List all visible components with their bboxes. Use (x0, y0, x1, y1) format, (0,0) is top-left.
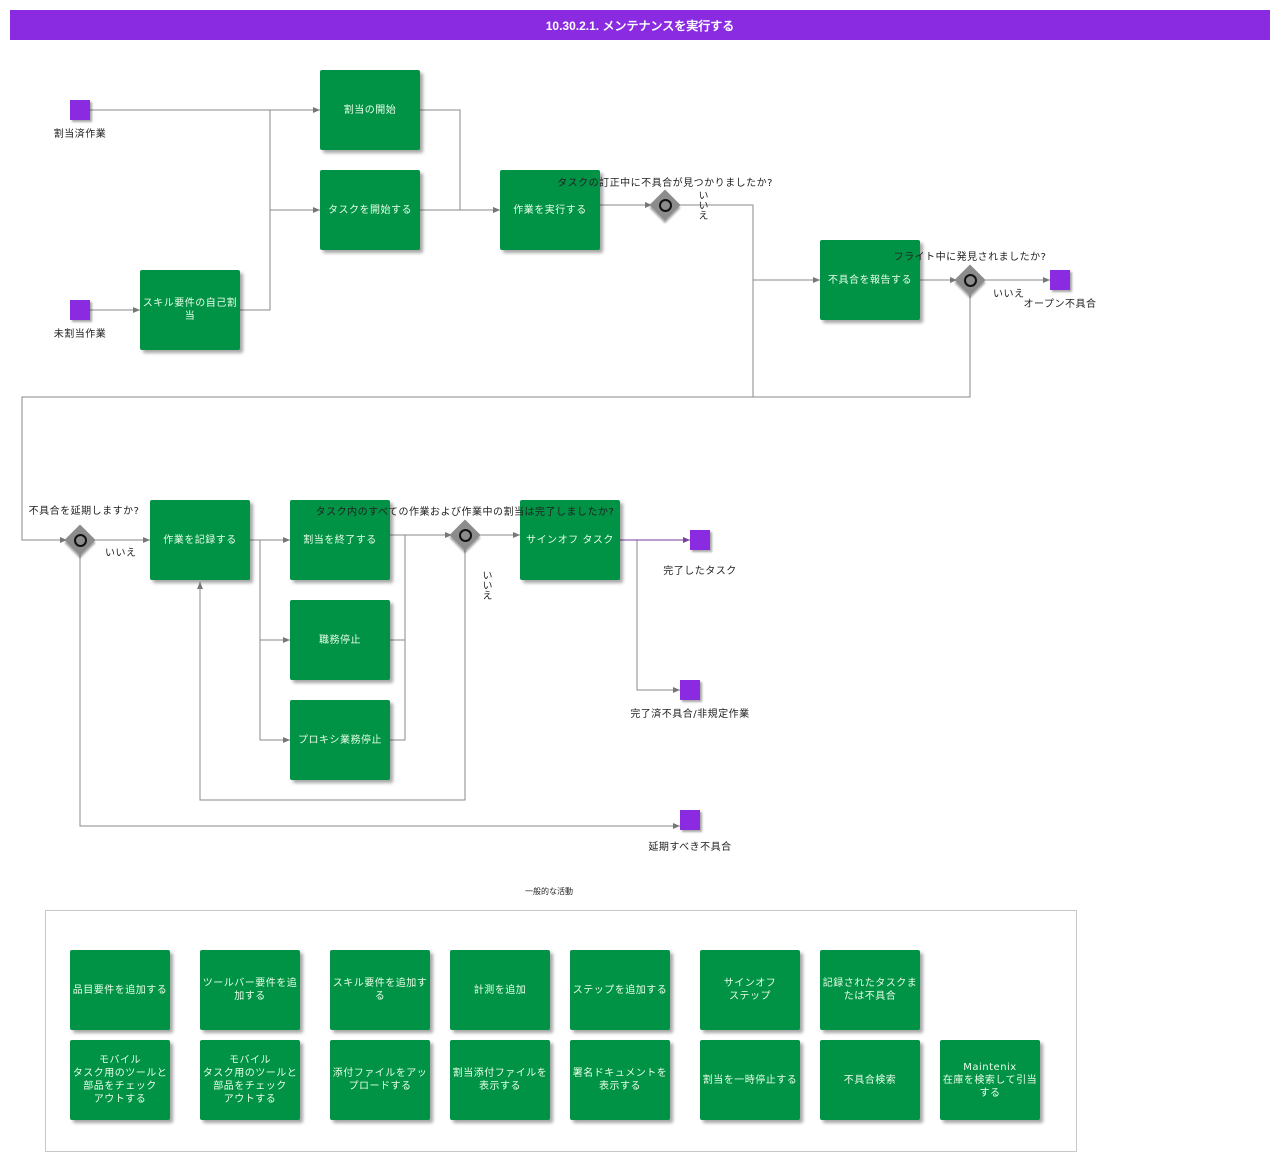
diagram-title: 10.30.2.1. メンテナンスを実行する (10, 10, 1270, 40)
finish-assignment-label: 割当を終了する (303, 534, 377, 546)
flow-record-to-stop (259, 540, 290, 643)
flow-gw3-to-defer (79, 555, 680, 829)
add-skill-requirement-label: スキル要件を追加する (332, 978, 428, 1002)
common-activities-title: 一般的な活動 (525, 887, 573, 896)
fault-found-no-label: いいえ (696, 190, 707, 220)
pause-assignment-task[interactable]: 割当を一時停止する (700, 1040, 800, 1120)
flow-assigned-to-task (269, 110, 320, 213)
add-step-label: ステップを追加する (572, 984, 668, 996)
open-fault-label: オープン不具合 (1023, 299, 1097, 310)
finish-assignment-task[interactable]: 割当を終了する (290, 500, 390, 580)
flow-stop-to-gw4 (390, 535, 406, 641)
report-fault-task[interactable]: 不具合を報告する (820, 240, 920, 320)
flow-proxy-to-gw4 (390, 640, 406, 741)
in-flight-gateway (954, 264, 986, 296)
in-flight-question: フライト中に発見されましたか? (893, 252, 1047, 263)
report-fault-label: 不具合を報告する (828, 274, 912, 286)
flow-gw2-loop (21, 295, 971, 543)
stop-duty-label: 職務停止 (319, 634, 361, 646)
add-step-task[interactable]: ステップを追加する (570, 950, 670, 1030)
upload-attachment-label: 添付ファイルをアップロードする (332, 1068, 428, 1092)
all-done-no-label: いいえ (480, 570, 491, 600)
perform-work-label: 作業を実行する (513, 204, 587, 216)
in-flight-no-label: いいえ (993, 289, 1025, 300)
unassigned-work-label: 未割当作業 (53, 329, 107, 340)
completed-task-label: 完了したタスク (663, 566, 737, 577)
completed-task-event (690, 530, 710, 550)
assigned-work-event (70, 100, 90, 120)
unassigned-work-event (70, 300, 90, 320)
pause-assignment-label: 割当を一時停止する (702, 1074, 798, 1086)
recorded-task-or-fault-task[interactable]: 記録されたタスクまたは不具合 (820, 950, 920, 1030)
signoff-step-label: サインオフ ステップ (723, 978, 777, 1002)
add-skill-requirement-task[interactable]: スキル要件を追加する (330, 950, 430, 1030)
signoff-task[interactable]: サインオフ タスク (520, 500, 620, 580)
add-toolbar-requirement-task[interactable]: ツールバー要件を追加する (200, 950, 300, 1030)
flow-gw1-to-report (680, 204, 820, 283)
mobile-checkout-label-1: モバイル タスク用のツールと部品をチェック アウトする (72, 1055, 168, 1105)
self-assign-label: スキル要件の自己割当 (142, 298, 238, 322)
assigned-work-label: 割当済作業 (53, 129, 107, 140)
view-signature-document-task[interactable]: 署名ドキュメントを表示する (570, 1040, 670, 1120)
flow-start-to-perform (420, 109, 500, 213)
add-measurement-label: 計測を追加 (473, 984, 527, 996)
proxy-stop-label: プロキシ業務停止 (298, 734, 382, 746)
stop-duty-task[interactable]: 職務停止 (290, 600, 390, 680)
all-done-question: タスク内のすべての作業および作業中の割当は完了しましたか? (315, 507, 615, 518)
maintenix-inventory-search-task[interactable]: Maintenix 在庫を検索して引当する (940, 1040, 1040, 1120)
self-assign-task[interactable]: スキル要件の自己割当 (140, 270, 240, 350)
flow-record-to-proxy (259, 640, 290, 743)
maintenix-inventory-search-label: Maintenix 在庫を検索して引当する (942, 1061, 1038, 1099)
flow-self-to-task (240, 210, 271, 311)
start-assignment-label: 割当の開始 (343, 104, 397, 116)
deferred-fault-event (680, 810, 700, 830)
mobile-checkout-label-2: モバイル タスク用のツールと部品をチェック アウトする (202, 1055, 298, 1105)
defer-fault-question: 不具合を延期しますか? (28, 506, 140, 517)
defer-fault-gateway (64, 524, 96, 556)
fault-found-gateway (649, 189, 681, 221)
flow-gw4-loop (197, 550, 466, 801)
add-toolbar-requirement-label: ツールバー要件を追加する (202, 978, 298, 1002)
flow-signoff-to-completed-fault (636, 540, 680, 693)
defer-fault-no-label: いいえ (105, 548, 137, 559)
add-item-requirement-task[interactable]: 品目要件を追加する (70, 950, 170, 1030)
fault-search-task[interactable]: 不具合検索 (820, 1040, 920, 1120)
signoff-step-task[interactable]: サインオフ ステップ (700, 950, 800, 1030)
fault-search-label: 不具合検索 (843, 1074, 897, 1086)
start-task-task[interactable]: タスクを開始する (320, 170, 420, 250)
record-work-task[interactable]: 作業を記録する (150, 500, 250, 580)
recorded-task-or-fault-label: 記録されたタスクまたは不具合 (822, 978, 918, 1002)
deferred-fault-label: 延期すべき不具合 (648, 842, 732, 853)
record-work-label: 作業を記録する (163, 534, 237, 546)
add-measurement-task[interactable]: 計測を追加 (450, 950, 550, 1030)
open-fault-event (1050, 270, 1070, 290)
view-assignment-attachment-label: 割当添付ファイルを表示する (452, 1068, 548, 1092)
perform-work-task[interactable]: 作業を実行する (500, 170, 600, 250)
mobile-checkout-task-2[interactable]: モバイル タスク用のツールと部品をチェック アウトする (200, 1040, 300, 1120)
fault-found-question: タスクの訂正中に不具合が見つかりましたか? (557, 178, 773, 189)
view-signature-document-label: 署名ドキュメントを表示する (572, 1068, 668, 1092)
start-task-label: タスクを開始する (328, 204, 412, 216)
completed-fault-event (680, 680, 700, 700)
common-activities-group (45, 910, 1077, 1152)
completed-fault-label: 完了済不具合/非規定作業 (630, 709, 750, 720)
add-item-requirement-label: 品目要件を追加する (72, 984, 168, 996)
upload-attachment-task[interactable]: 添付ファイルをアップロードする (330, 1040, 430, 1120)
proxy-stop-task[interactable]: プロキシ業務停止 (290, 700, 390, 780)
signoff-task-label: サインオフ タスク (526, 534, 614, 546)
all-done-gateway (449, 519, 481, 551)
start-assignment-task[interactable]: 割当の開始 (320, 70, 420, 150)
mobile-checkout-task-1[interactable]: モバイル タスク用のツールと部品をチェック アウトする (70, 1040, 170, 1120)
view-assignment-attachment-task[interactable]: 割当添付ファイルを表示する (450, 1040, 550, 1120)
